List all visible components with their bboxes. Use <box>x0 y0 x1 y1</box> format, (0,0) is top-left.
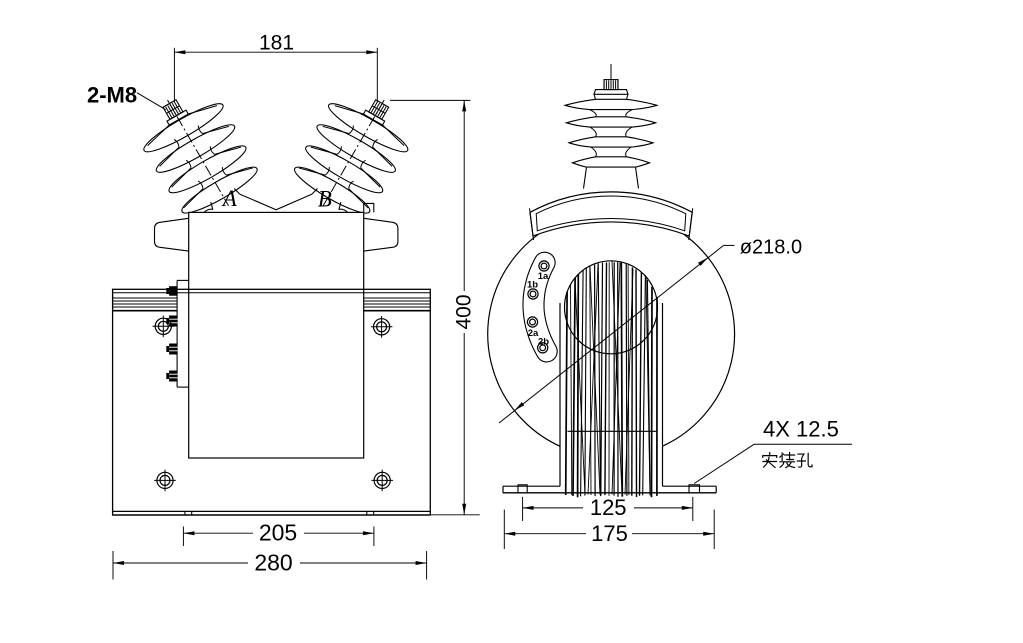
svg-text:ø218.0: ø218.0 <box>740 236 802 258</box>
svg-text:280: 280 <box>254 549 292 575</box>
svg-text:1b: 1b <box>527 280 538 291</box>
svg-text:125: 125 <box>590 495 627 520</box>
svg-text:181: 181 <box>259 31 294 54</box>
svg-text:1a: 1a <box>538 271 549 282</box>
svg-text:2-M8: 2-M8 <box>87 82 137 107</box>
svg-text:A: A <box>221 186 238 211</box>
svg-text:2a: 2a <box>528 328 539 339</box>
svg-text:2b: 2b <box>538 337 549 348</box>
svg-text:400: 400 <box>453 294 476 329</box>
svg-text:175: 175 <box>591 521 628 546</box>
svg-text:205: 205 <box>259 520 297 546</box>
svg-text:B: B <box>318 187 332 212</box>
svg-text:4X 12.5: 4X 12.5 <box>763 417 839 442</box>
